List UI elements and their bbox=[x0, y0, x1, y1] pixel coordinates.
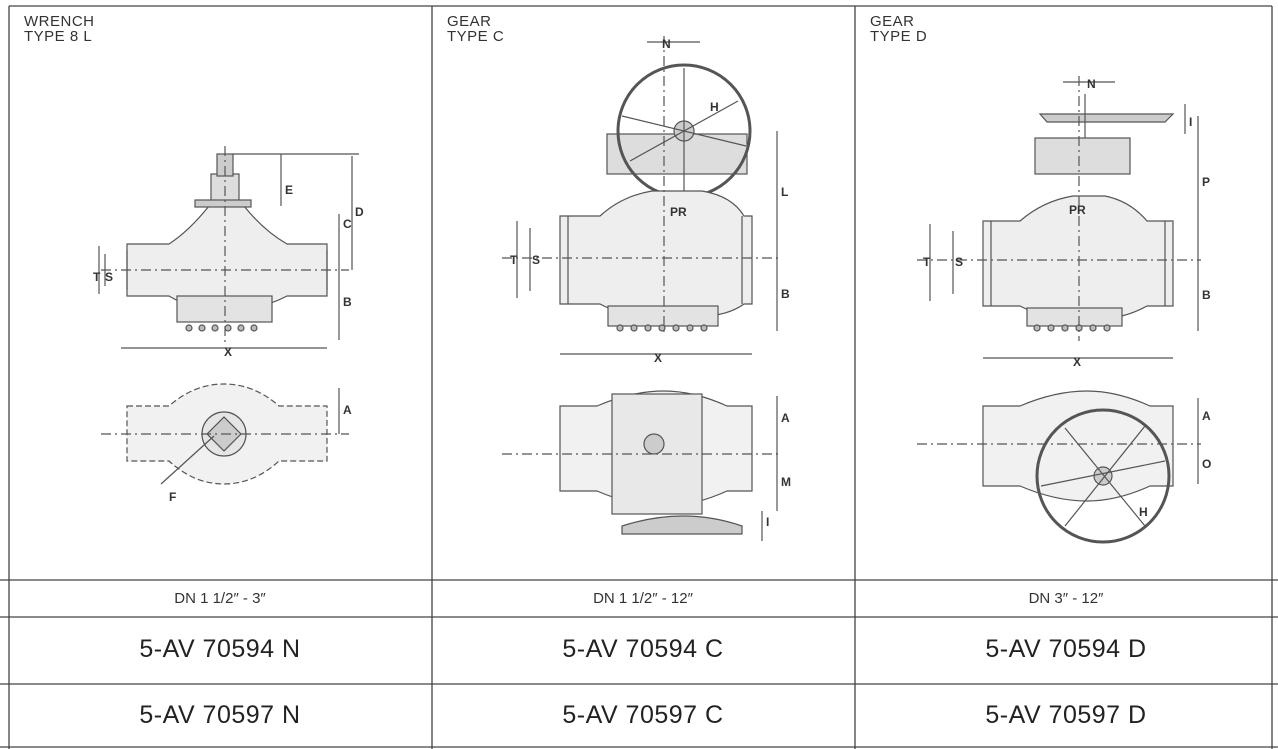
dim-label: B bbox=[781, 287, 790, 301]
dim-label: X bbox=[654, 351, 662, 365]
dim-label: I bbox=[766, 515, 769, 529]
dim-label: A bbox=[1202, 409, 1211, 423]
type-line-2: TYPE D bbox=[870, 28, 928, 45]
dn-range-gear-c: DN 1 1/2″ - 12″ bbox=[593, 590, 693, 607]
type-line-1: WRENCH bbox=[24, 13, 95, 30]
dim-label: S bbox=[105, 270, 113, 284]
dim-label: S bbox=[955, 255, 963, 269]
dim-label: PR bbox=[1069, 203, 1086, 217]
panel-title-wrench: WRENCH TYPE 8 L bbox=[24, 14, 95, 44]
dim-label: N bbox=[1087, 77, 1096, 91]
dim-label: E bbox=[285, 183, 293, 197]
type-line-1: GEAR bbox=[870, 13, 915, 30]
dim-label: T bbox=[510, 253, 518, 267]
dim-label: H bbox=[710, 100, 719, 114]
dim-label: PR bbox=[670, 205, 687, 219]
dim-label: S bbox=[532, 253, 540, 267]
type-line-2: TYPE 8 L bbox=[24, 28, 93, 45]
dim-label: B bbox=[1202, 288, 1211, 302]
type-line-1: GEAR bbox=[447, 13, 492, 30]
dim-label: X bbox=[1073, 355, 1081, 369]
panel-title-gear-c: GEAR TYPE C bbox=[447, 14, 504, 44]
dim-label: T bbox=[93, 270, 101, 284]
dn-range-wrench: DN 1 1/2″ - 3″ bbox=[174, 590, 266, 607]
article-code: 5-AV 70594 C bbox=[562, 635, 724, 663]
dim-label: X bbox=[224, 345, 232, 359]
dim-label: O bbox=[1202, 457, 1211, 471]
dim-label: P bbox=[1202, 175, 1210, 189]
article-code: 5-AV 70597 C bbox=[562, 701, 724, 729]
dim-label: D bbox=[355, 205, 364, 219]
article-code: 5-AV 70594 D bbox=[985, 635, 1147, 663]
article-code: 5-AV 70597 N bbox=[139, 701, 301, 729]
dim-label: F bbox=[169, 490, 176, 504]
dim-label: I bbox=[1189, 115, 1192, 129]
dim-label: A bbox=[343, 403, 352, 417]
dim-label: H bbox=[1139, 505, 1148, 519]
wrench-valve-drawing: X T S B C D E A F bbox=[93, 146, 364, 504]
dim-label: C bbox=[343, 217, 352, 231]
article-code: 5-AV 70594 N bbox=[139, 635, 301, 663]
gear-d-valve-drawing: N I PR P T S B X A O H bbox=[917, 76, 1211, 544]
dim-label: T bbox=[923, 255, 931, 269]
type-line-2: TYPE C bbox=[447, 28, 505, 45]
dn-range-gear-d: DN 3″ - 12″ bbox=[1028, 590, 1104, 607]
dim-label: B bbox=[343, 295, 352, 309]
gear-c-valve-drawing: N H PR L T S B X A M I bbox=[502, 36, 791, 541]
article-code: 5-AV 70597 D bbox=[985, 701, 1147, 729]
dim-label: L bbox=[781, 185, 788, 199]
panel-title-gear-d: GEAR TYPE D bbox=[870, 14, 927, 44]
dim-label: M bbox=[781, 475, 791, 489]
dim-label: N bbox=[662, 37, 671, 51]
dim-label: A bbox=[781, 411, 790, 425]
